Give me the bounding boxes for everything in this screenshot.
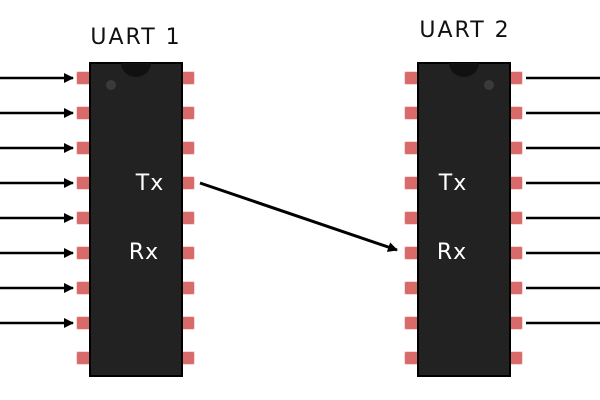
uart1-right-pin xyxy=(180,352,194,364)
uart1-right-pin xyxy=(180,282,194,294)
uart2-left-pin xyxy=(405,317,419,329)
uart2-right-pin xyxy=(508,212,522,224)
uart2-left-pin xyxy=(405,177,419,189)
uart2-chip: UART 2 Tx Rx xyxy=(404,18,523,377)
uart1-right-pin xyxy=(180,317,194,329)
uart1-right-pin xyxy=(180,72,194,84)
uart2-right-pin xyxy=(508,142,522,154)
tx-to-rx-arrow xyxy=(199,181,398,252)
uart2-tx-label: Tx xyxy=(438,171,467,196)
uart1-right-pin xyxy=(180,247,194,259)
uart1-rx-label: Rx xyxy=(129,240,159,265)
uart2-left-pin xyxy=(405,107,419,119)
uart1-left-pin xyxy=(77,212,91,224)
uart1-left-pin xyxy=(77,177,91,189)
uart2-left-pin xyxy=(405,352,419,364)
uart1-right-pin xyxy=(180,177,194,189)
uart1-left-pin xyxy=(77,247,91,259)
uart1-right-pins xyxy=(179,71,195,365)
uart2-right-pin xyxy=(508,317,522,329)
uart2-right-pin xyxy=(508,247,522,259)
uart1-left-pin xyxy=(77,282,91,294)
uart1-right-pin xyxy=(180,212,194,224)
uart2-right-pin xyxy=(508,352,522,364)
uart2-right-pin xyxy=(508,72,522,84)
uart2-right-pin xyxy=(508,107,522,119)
uart1-right-pin xyxy=(180,142,194,154)
uart1-left-pin xyxy=(77,107,91,119)
uart1-left-pin xyxy=(77,317,91,329)
uart2-left-pin xyxy=(405,142,419,154)
uart2-notch xyxy=(449,63,479,77)
uart2-output-lines xyxy=(526,76,600,325)
uart1-tx-label: Tx xyxy=(135,171,164,196)
uart1-pin1-dot xyxy=(106,80,116,90)
uart2-right-pin xyxy=(508,177,522,189)
uart1-body xyxy=(89,62,183,377)
uart1-chip: UART 1 Tx Rx xyxy=(76,25,195,377)
uart2-left-pin xyxy=(405,247,419,259)
uart2-left-pin xyxy=(405,282,419,294)
uart1-left-pin xyxy=(77,352,91,364)
uart2-left-pins xyxy=(404,71,420,365)
uart1-notch xyxy=(121,63,151,77)
uart1-right-pin xyxy=(180,107,194,119)
uart2-right-pin xyxy=(508,282,522,294)
uart2-left-pin xyxy=(405,72,419,84)
uart1-left-pin xyxy=(77,142,91,154)
uart1-input-lines xyxy=(0,73,74,328)
uart2-left-pin xyxy=(405,212,419,224)
uart2-body xyxy=(417,62,511,377)
uart2-title: UART 2 xyxy=(419,18,510,43)
uart1-left-pin xyxy=(77,72,91,84)
uart1-title: UART 1 xyxy=(90,25,181,50)
uart1-left-pins xyxy=(76,71,92,365)
uart2-rx-label: Rx xyxy=(437,240,467,265)
uart2-pin1-dot xyxy=(484,80,494,90)
